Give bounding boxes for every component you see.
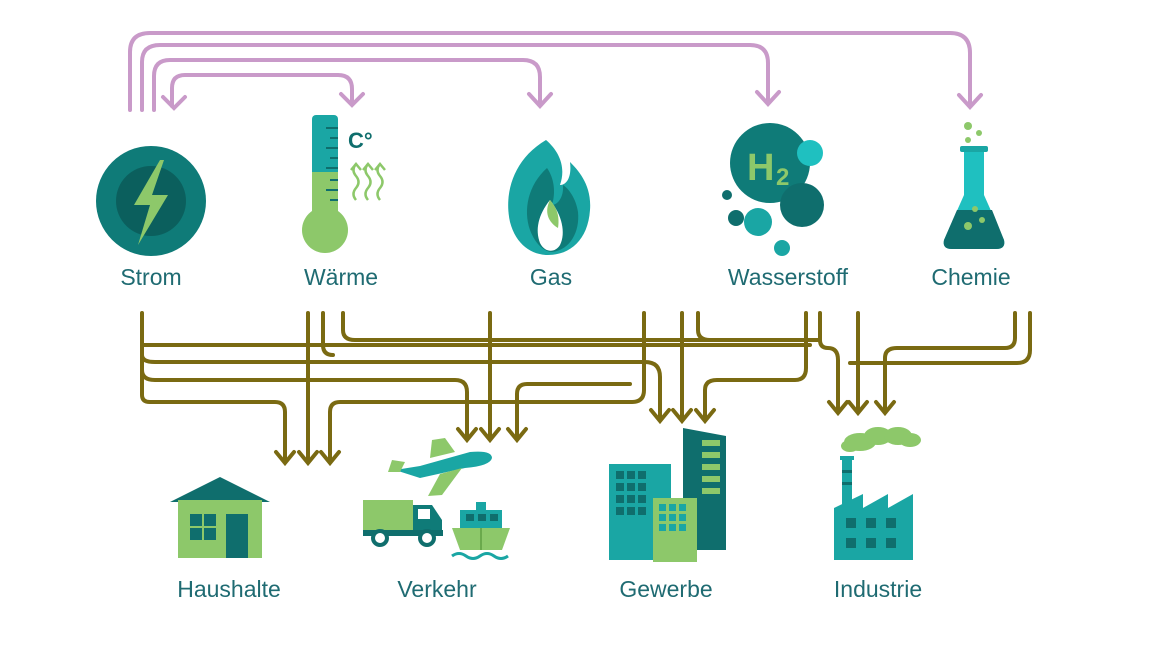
arrow-strom-to-chemie (128, 31, 972, 112)
sector-label-industrie: Industrie (833, 576, 923, 602)
hydrogen-icon: H 2 (722, 123, 824, 256)
factory-icon (834, 427, 921, 560)
arrow-strom-to-waerme-head (339, 92, 365, 108)
lightning-icon (96, 146, 206, 256)
source-label-gas: Gas (529, 264, 573, 290)
arrow-strom-to-chemie-head (957, 93, 983, 110)
smoke-icon (841, 427, 921, 452)
ship-icon (451, 502, 510, 560)
flame-icon (508, 140, 591, 255)
source-label-chemie: Chemie (931, 264, 1011, 290)
arrow-strom-to-wasserstoff-head (755, 90, 781, 107)
distribution-arrows (140, 311, 1032, 462)
arrow-strom-to-wasserstoff (140, 43, 770, 112)
unit-label: C° (348, 128, 373, 153)
arrow-strom-to-gas (152, 58, 542, 112)
h2-subscript: 2 (776, 164, 789, 191)
flask-icon (943, 122, 1005, 249)
arrow-strom-to-gas-head (527, 92, 553, 109)
house-icon (170, 477, 270, 558)
airplane-icon (388, 438, 492, 496)
heat-waves-icon (350, 162, 386, 201)
arrow-strom-loop-head (161, 95, 187, 111)
sector-label-gewerbe: Gewerbe (619, 576, 713, 602)
strom-conversion-arrows (128, 31, 983, 112)
office-buildings-icon (609, 428, 726, 562)
arrow-strom-to-waerme (170, 73, 354, 108)
sector-label-verkehr: Verkehr (397, 576, 477, 602)
source-label-wasserstoff: Wasserstoff (727, 264, 849, 290)
source-label-waerme: Wärme (303, 264, 379, 290)
sector-label-haushalte: Haushalte (177, 576, 281, 602)
h2-formula: H (747, 147, 774, 189)
distribution-arrowheads (274, 400, 896, 467)
source-label-strom: Strom (120, 264, 182, 290)
transport-icon (363, 438, 510, 560)
truck-icon (363, 500, 443, 547)
thermometer-icon: C° (302, 115, 386, 253)
